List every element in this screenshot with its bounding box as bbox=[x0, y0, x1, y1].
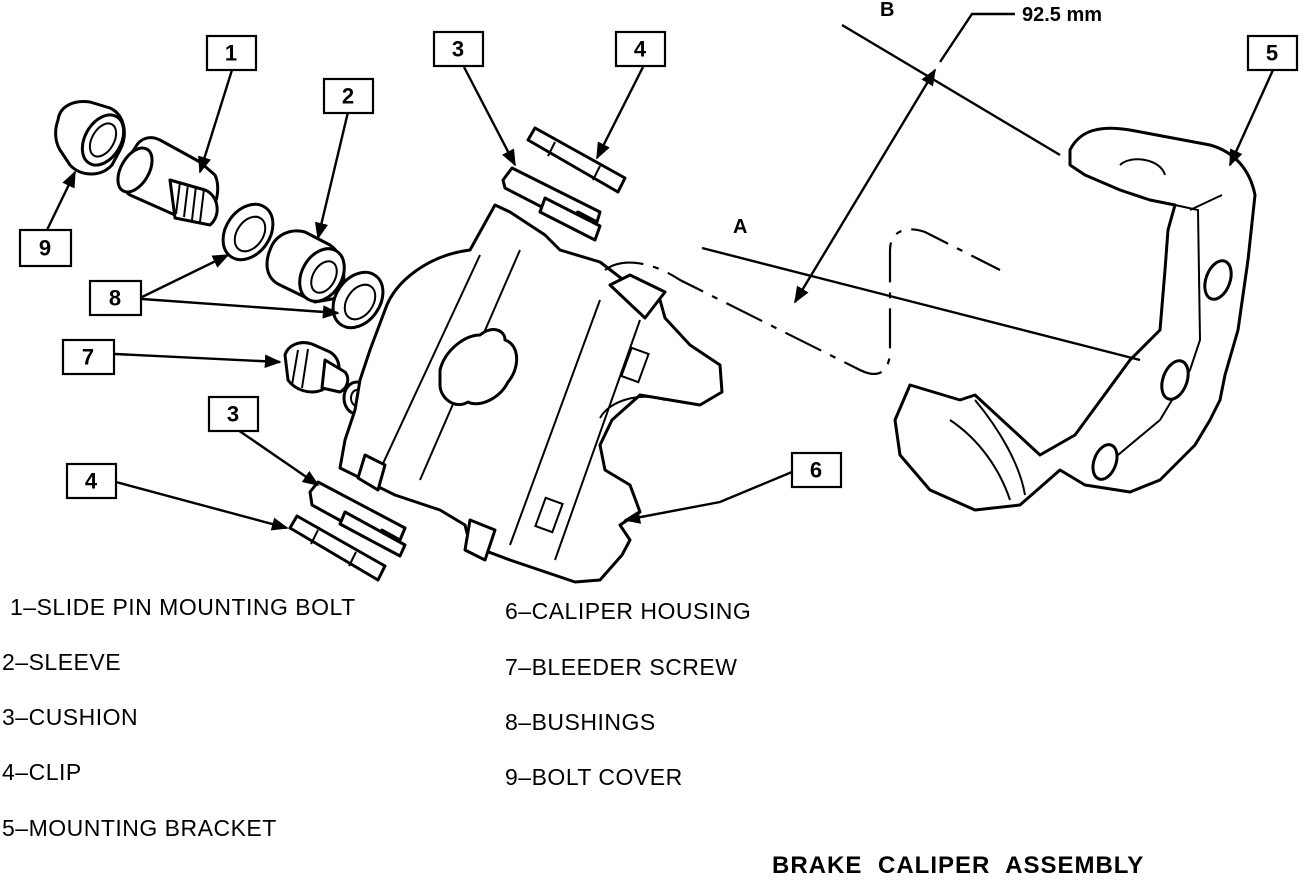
legend-item-3: 3–CUSHION bbox=[2, 704, 139, 730]
caliper-housing-part bbox=[338, 203, 724, 584]
bushing-upper-part bbox=[221, 202, 275, 262]
sleeve-part bbox=[265, 229, 346, 304]
svg-text:2: 2 bbox=[342, 84, 354, 109]
callout-3-bottom: 3 bbox=[207, 395, 260, 433]
svg-text:9: 9 bbox=[39, 236, 51, 261]
legend-item-6: 6–CALIPER HOUSING bbox=[505, 598, 752, 624]
callout-1: 1 bbox=[205, 34, 258, 72]
callout-2: 2 bbox=[322, 77, 375, 115]
svg-text:4: 4 bbox=[85, 469, 98, 494]
svg-text:7: 7 bbox=[82, 345, 94, 370]
svg-text:8: 8 bbox=[109, 286, 121, 311]
svg-text:3: 3 bbox=[452, 37, 464, 62]
bushing-lower-part bbox=[331, 270, 385, 330]
legend-item-9: 9–BOLT COVER bbox=[505, 764, 683, 790]
diagram-title: BRAKE CALIPER ASSEMBLY bbox=[772, 852, 1145, 879]
svg-text:6: 6 bbox=[810, 458, 822, 483]
mounting-bracket-part bbox=[893, 126, 1257, 512]
leader-lines bbox=[45, 66, 1275, 531]
cushion-top-part bbox=[501, 166, 602, 242]
dimension-point-b: B bbox=[880, 0, 894, 21]
legend-item-7: 7–BLEEDER SCREW bbox=[505, 654, 738, 680]
cushion-bottom-part bbox=[308, 480, 407, 558]
legend-item-4: 4–CLIP bbox=[2, 759, 82, 785]
svg-text:5: 5 bbox=[1266, 41, 1278, 66]
dimension-point-a: A bbox=[733, 216, 747, 238]
legend-item-8: 8–BUSHINGS bbox=[505, 709, 656, 735]
callout-7: 7 bbox=[61, 338, 116, 376]
bolt-cover-part bbox=[54, 100, 126, 176]
legend-item-2: 2–SLEEVE bbox=[2, 649, 122, 675]
dimension-92-5mm: 92.5 mm B A bbox=[701, 0, 1141, 362]
callout-9: 9 bbox=[18, 228, 73, 268]
svg-text:3: 3 bbox=[227, 402, 239, 427]
svg-text:1: 1 bbox=[225, 41, 237, 66]
legend-item-1: 1–SLIDE PIN MOUNTING BOLT bbox=[10, 594, 356, 620]
callout-3-top: 3 bbox=[432, 30, 485, 68]
callout-5: 5 bbox=[1246, 34, 1299, 72]
clip-top-part bbox=[526, 126, 627, 194]
legend-item-5: 5–MOUNTING BRACKET bbox=[2, 815, 277, 841]
callout-4-top: 4 bbox=[614, 30, 667, 68]
dimension-label: 92.5 mm bbox=[1022, 4, 1102, 26]
callout-4-bottom: 4 bbox=[65, 462, 118, 500]
clip-bottom-part bbox=[288, 514, 387, 582]
callout-6: 6 bbox=[790, 451, 843, 489]
callout-8: 8 bbox=[88, 279, 143, 317]
svg-text:4: 4 bbox=[634, 37, 647, 62]
slide-pin-bolt-part bbox=[116, 136, 220, 227]
